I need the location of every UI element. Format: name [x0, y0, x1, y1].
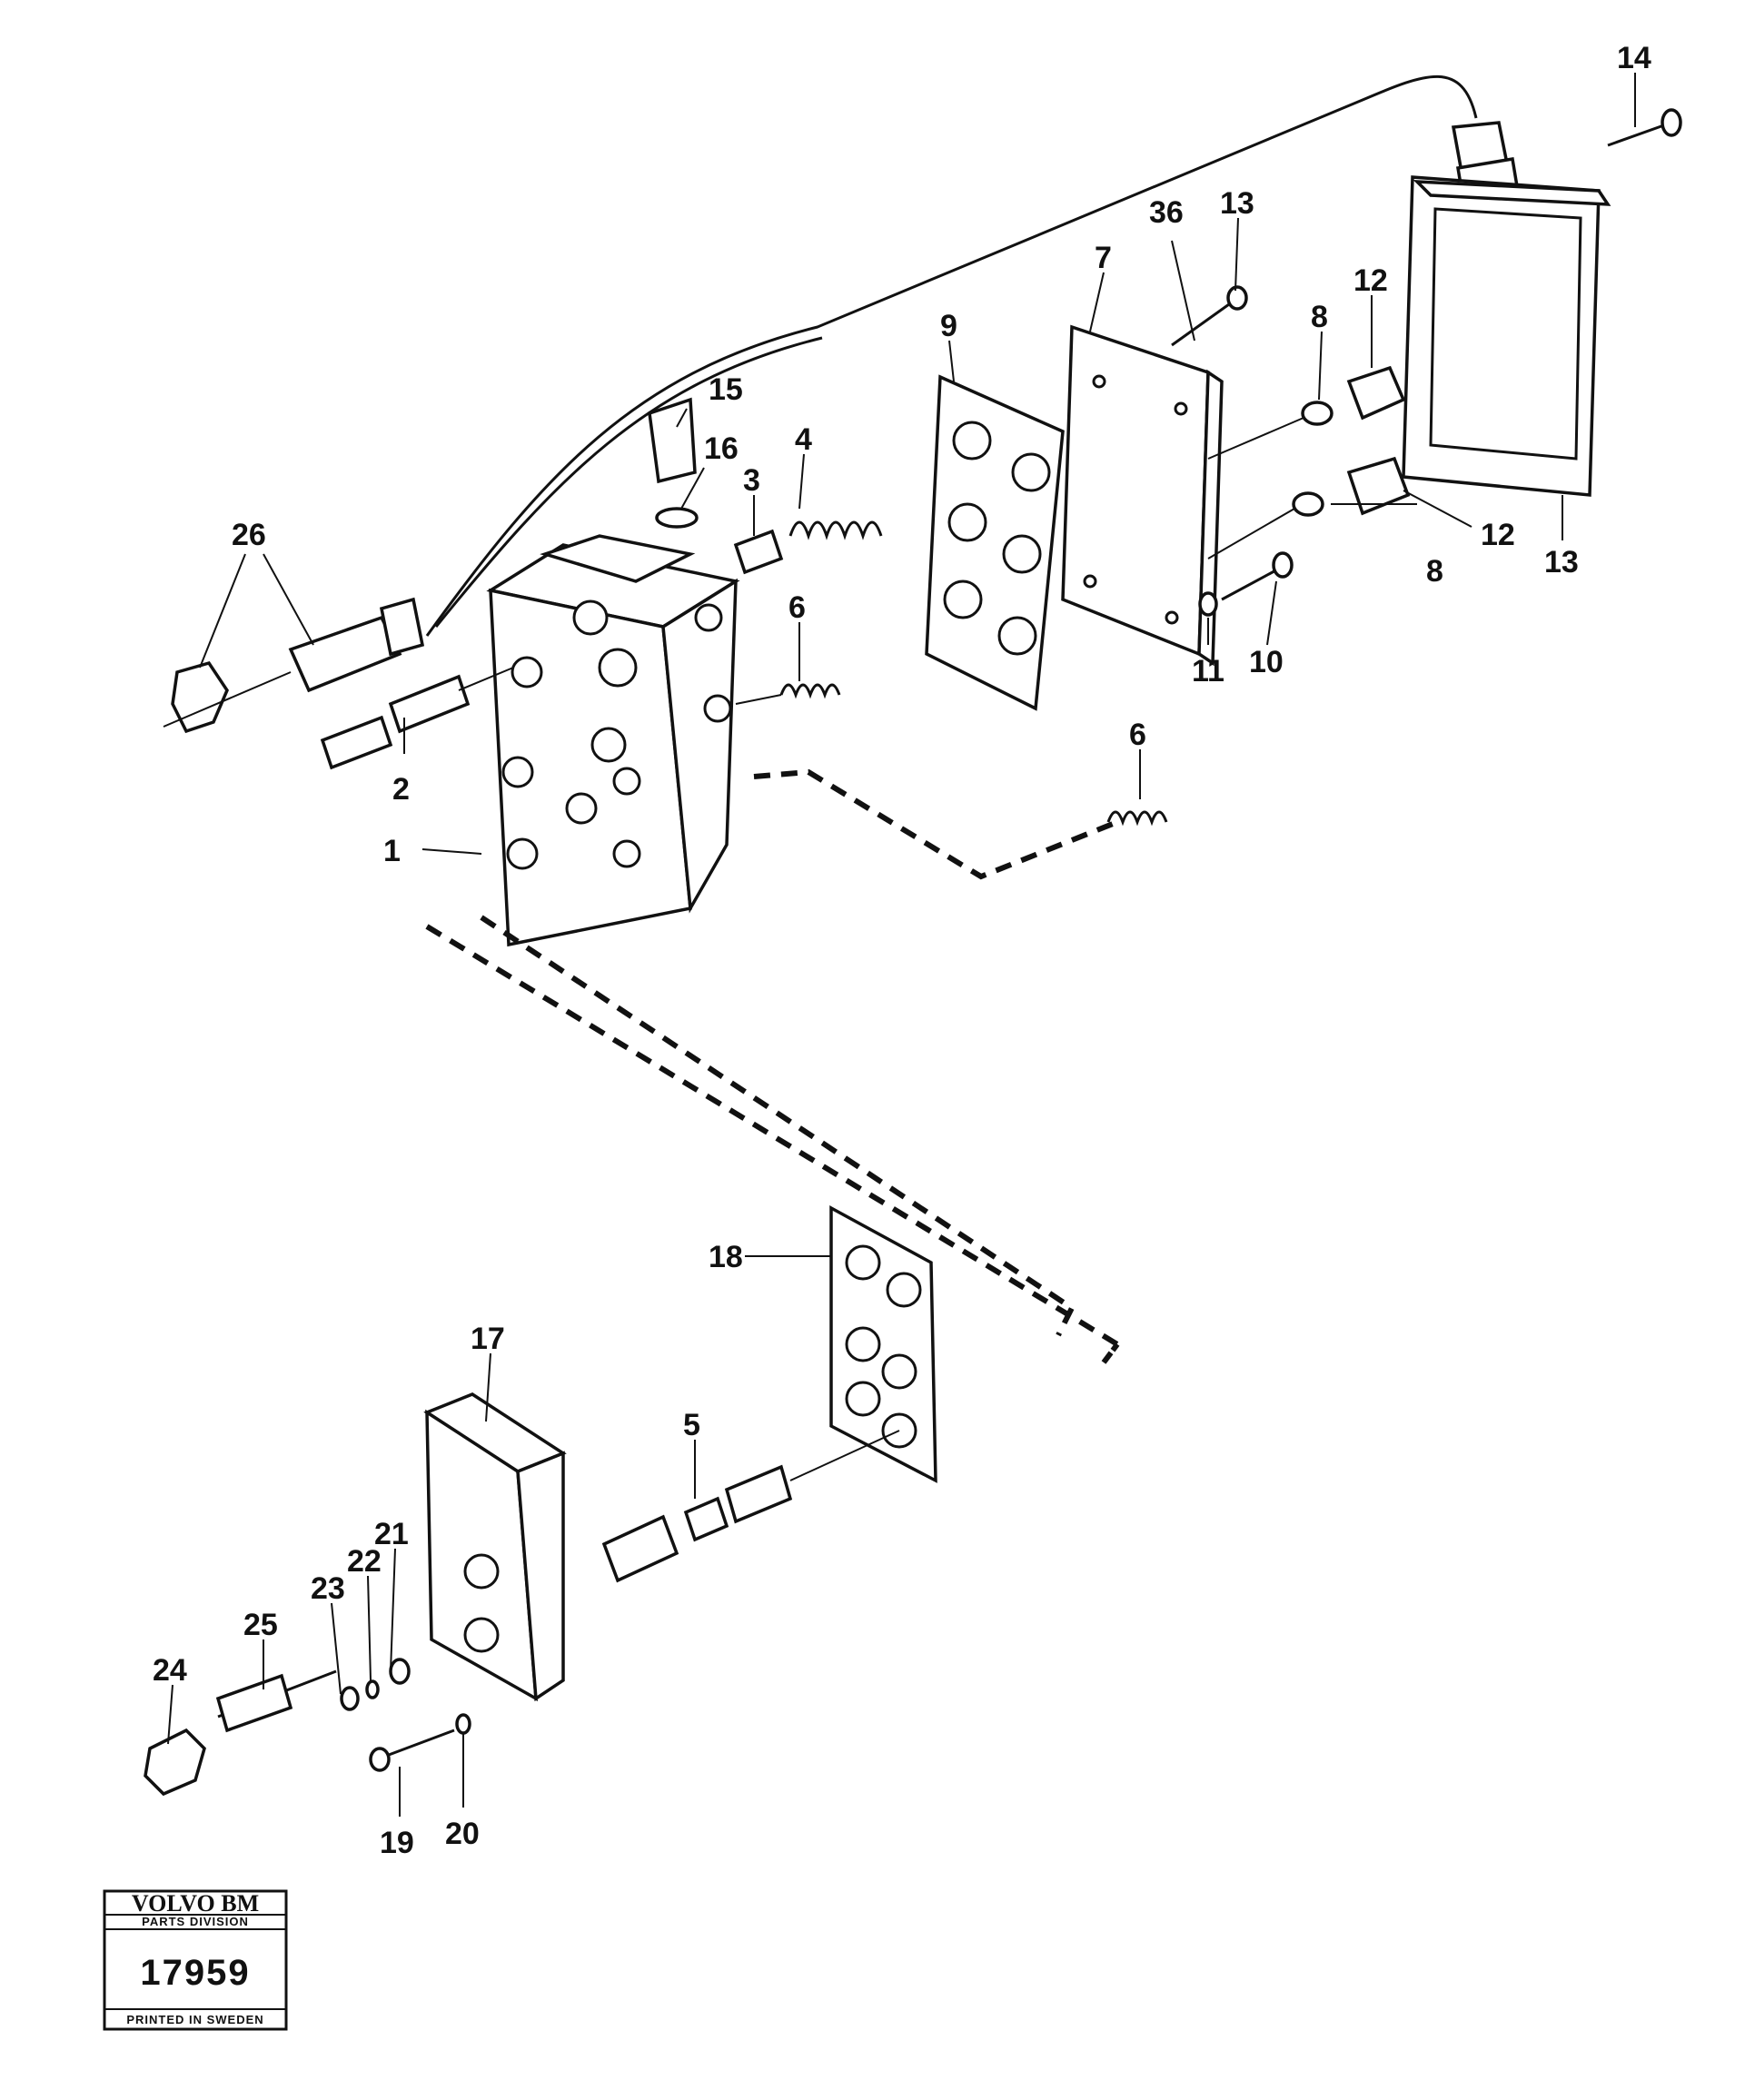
- gasket-plate: [925, 374, 1065, 711]
- callout-20: 20: [445, 1817, 480, 1851]
- callout-25: 25: [243, 1608, 278, 1642]
- callout-19: 19: [380, 1826, 414, 1860]
- sensor-assembly: [163, 597, 425, 734]
- callout-8a: 8: [1311, 300, 1328, 334]
- callout-9: 9: [940, 309, 957, 343]
- cover-plate: [1061, 324, 1224, 667]
- callout-5: 5: [683, 1408, 700, 1442]
- housing: [1402, 175, 1611, 497]
- callout-23: 23: [311, 1571, 345, 1606]
- callout-10: 10: [1249, 645, 1284, 679]
- callout-15: 15: [709, 372, 743, 407]
- callout-14: 14: [1617, 41, 1651, 75]
- fasteners-lower: [144, 1658, 471, 1797]
- valve-block: [486, 534, 740, 947]
- seat-and-spring: [733, 520, 883, 575]
- stamp-division: PARTS DIVISION: [142, 1915, 249, 1928]
- callout-12b: 12: [1481, 518, 1515, 552]
- callout-22: 22: [347, 1544, 382, 1579]
- end-cover: [423, 1392, 567, 1702]
- callout-11: 11: [1192, 654, 1224, 688]
- callout-8b: 8: [1426, 554, 1443, 589]
- stamp-number: 17959: [140, 1953, 250, 1993]
- callout-26: 26: [232, 518, 266, 552]
- springs: [735, 683, 1168, 827]
- callout-2: 2: [392, 772, 410, 807]
- callout-labels: 1 2 3 4 5 6 6 7 8 8 9 10 11 12 12 13 13 …: [153, 41, 1651, 1860]
- assembly-paths: [425, 768, 1122, 1364]
- lower-gasket-plate: [829, 1205, 937, 1483]
- washers-bushings: [1207, 365, 1411, 560]
- parts-division-stamp: VOLVO BM PARTS DIVISION 17959 PRINTED IN…: [103, 1889, 288, 2031]
- spool: [320, 667, 514, 770]
- bolt-washer-right: [1198, 551, 1294, 617]
- callout-1: 1: [383, 834, 401, 868]
- bolt-top: [1607, 108, 1682, 147]
- callout-4: 4: [795, 422, 812, 457]
- callout-13a: 13: [1220, 186, 1254, 221]
- leader-lines: [167, 73, 1636, 1817]
- callout-3: 3: [743, 463, 760, 498]
- callout-7: 7: [1095, 241, 1112, 275]
- callout-18: 18: [709, 1240, 743, 1274]
- stamp-printed: PRINTED IN SWEDEN: [126, 2013, 263, 2026]
- callout-12a: 12: [1353, 263, 1388, 298]
- callout-6b: 6: [1129, 718, 1146, 752]
- callout-24: 24: [153, 1653, 187, 1688]
- callout-17: 17: [471, 1322, 505, 1356]
- stamp-brand: VOLVO BM: [132, 1890, 259, 1917]
- callout-16: 16: [704, 431, 739, 466]
- cover-bolt: [1171, 285, 1248, 347]
- callout-36: 36: [1149, 195, 1184, 230]
- callout-13b: 13: [1544, 545, 1579, 579]
- callout-21: 21: [374, 1517, 409, 1551]
- callout-6a: 6: [788, 590, 806, 625]
- plug-and-washer: [648, 397, 699, 529]
- lower-spool: [601, 1430, 900, 1583]
